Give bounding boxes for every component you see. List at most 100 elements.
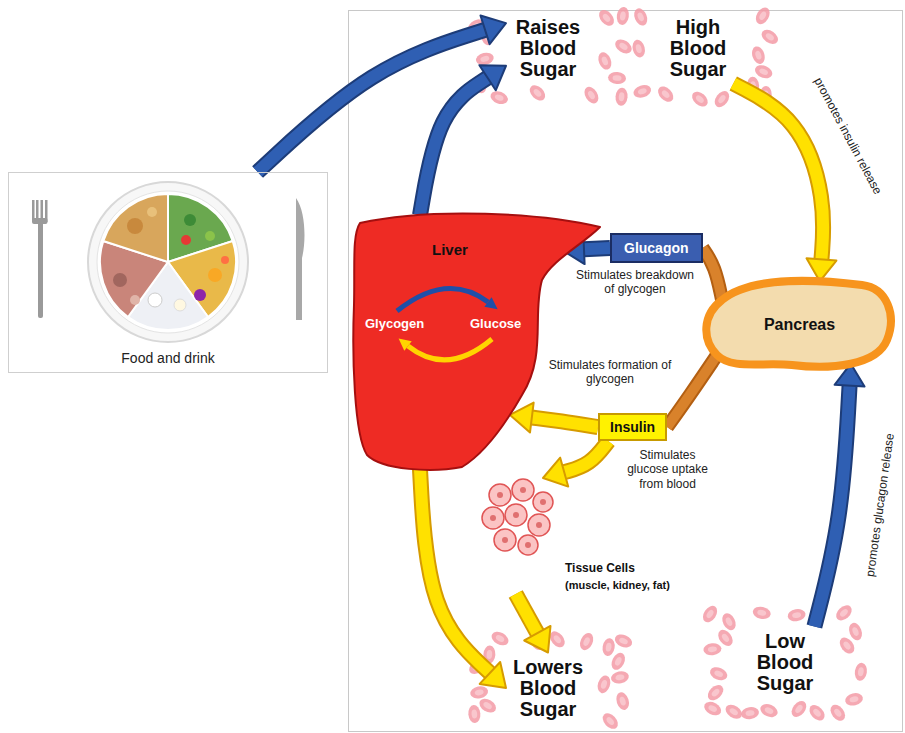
blood-cell: [806, 702, 827, 723]
blood-cell: [613, 37, 635, 57]
blood-cell: [618, 92, 624, 101]
blood-cell: [757, 609, 767, 616]
blood-cell: [610, 670, 630, 685]
blood-cell: [471, 709, 477, 718]
blood-cell: [717, 94, 727, 105]
blood-cell: [854, 662, 869, 682]
blood-cell: [728, 707, 739, 717]
connector-body: [667, 355, 717, 427]
pancreas-organ: Pancreas: [702, 270, 897, 380]
blood-cell: [789, 698, 810, 720]
blood-cell: [759, 27, 781, 47]
blood-cell: [753, 63, 774, 81]
blood-cell: [833, 602, 854, 623]
hormone-band: [667, 355, 717, 427]
blood-cell: [828, 702, 849, 724]
blood-cell: [847, 621, 865, 642]
blood-flow-arrow: [516, 594, 551, 653]
blood-cell: [854, 662, 869, 682]
blood-cell: [837, 635, 858, 657]
blood-cell: [532, 88, 542, 98]
blood-cell: [619, 696, 627, 706]
blood-cell: [661, 89, 671, 99]
edge-label: Stimulates formation of glycogen: [545, 358, 675, 387]
blood-cell: [708, 646, 718, 653]
blood-cell: [582, 84, 602, 106]
blood-sugar-label: Lowers Blood Sugar: [506, 653, 590, 724]
cell-nucleus: [536, 522, 542, 528]
blood-cell: [720, 611, 739, 632]
edge-label: promotes glucagon release: [863, 432, 897, 577]
blood-cell: [700, 603, 720, 625]
cell-nucleus: [520, 487, 526, 493]
blood-cell: [613, 37, 635, 57]
hormone-arrow: [543, 441, 608, 486]
food-items: [113, 207, 229, 311]
blood-cell: [833, 602, 854, 623]
cell-nucleus: [540, 499, 546, 505]
blood-cell: [527, 82, 548, 103]
blood-cell: [806, 702, 827, 723]
blood-cell: [689, 89, 710, 110]
blood-cell: [753, 5, 772, 27]
blood-cell: [615, 674, 625, 681]
blood-cell: [844, 691, 864, 707]
blood-cell: [619, 11, 626, 21]
tissue-cells-illustration: [482, 507, 504, 529]
blood-cell: [477, 696, 499, 716]
food-items: [221, 256, 229, 264]
blood-cell: [715, 627, 735, 649]
tissue-cells-illustration: [489, 484, 511, 506]
blood-cell: [712, 88, 732, 110]
blood-cell: [587, 90, 597, 101]
blood-cell: [740, 706, 760, 721]
blood-cell: [702, 699, 723, 718]
blood-cell: [608, 71, 627, 85]
food-caption: Food and drink: [9, 350, 327, 366]
tissue-heading: Tissue Cells: [565, 562, 635, 576]
blood-cell: [596, 7, 617, 28]
organ-name: Liver: [432, 241, 468, 258]
blood-cell: [474, 689, 484, 696]
blood-cell: [600, 710, 621, 731]
molecule-name: Glycogen: [365, 317, 424, 332]
blood-cell: [703, 642, 722, 656]
connector-outline: [420, 469, 490, 672]
connector-outline: [532, 418, 598, 427]
tissue-cells-illustration: [512, 479, 534, 501]
blood-cell: [655, 83, 676, 104]
hormone-box: Insulin: [598, 413, 667, 441]
blood-cell: [712, 88, 732, 110]
food-wedges: [103, 194, 168, 262]
hormone-band: [703, 248, 723, 300]
hormone-name: Glucagon: [624, 240, 689, 256]
tissue-cells-illustration: [518, 535, 538, 555]
blood-cell: [605, 642, 612, 652]
blood-cell: [577, 631, 595, 652]
plate-center: [97, 191, 239, 333]
blood-cell: [469, 685, 489, 700]
blood-cell: [527, 82, 548, 103]
connector-outline: [733, 84, 823, 260]
connector-body: [584, 248, 610, 249]
plate-illustration: [32, 182, 304, 342]
blood-cell: [705, 609, 715, 620]
blood-cell: [720, 611, 739, 632]
blood-cell: [787, 608, 807, 623]
blood-cell: [489, 89, 510, 107]
blood-cell: [713, 669, 723, 678]
fork-symbol: [32, 218, 48, 224]
blood-cell: [708, 665, 729, 683]
connector-body: [703, 248, 723, 300]
blood-cell: [631, 38, 647, 58]
blood-cell: [753, 63, 774, 81]
blood-cell: [842, 640, 852, 651]
blood-cell: [615, 87, 629, 106]
blood-cell: [468, 705, 482, 724]
blood-cell: [789, 698, 810, 720]
blood-cell: [754, 50, 762, 60]
blood-cell: [489, 89, 510, 107]
blood-cell: [707, 704, 718, 713]
